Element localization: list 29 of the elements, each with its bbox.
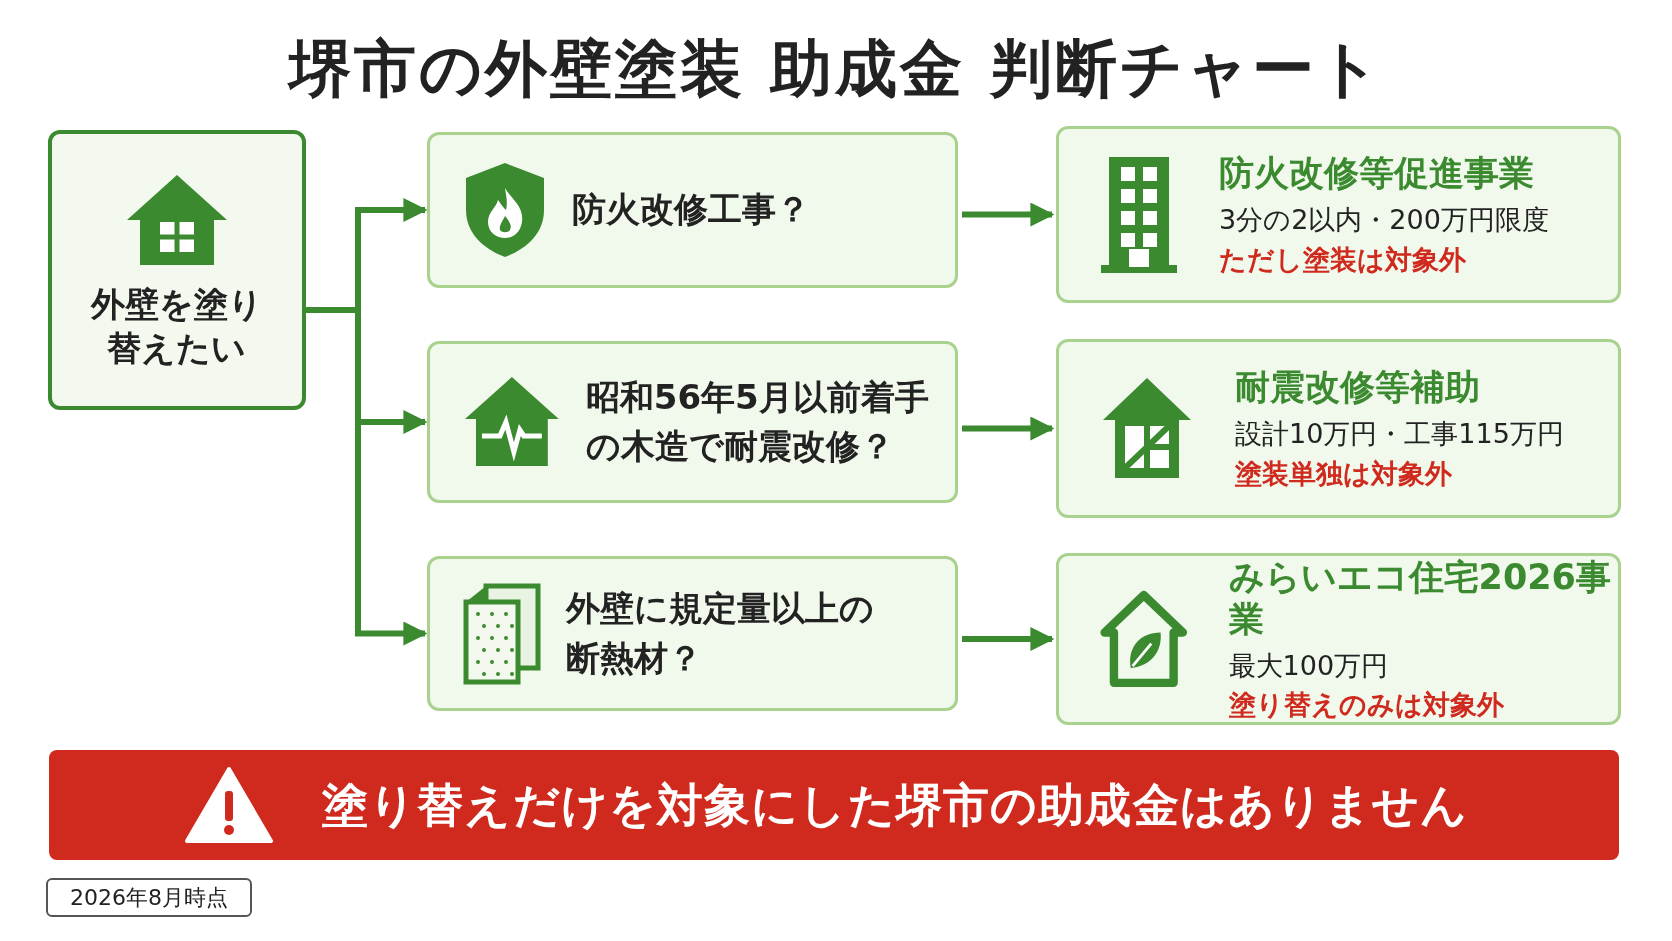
subsidy-amount: 3分の2以内・200万円限度	[1219, 203, 1549, 238]
flow-arrow	[962, 627, 1055, 651]
date-badge	[46, 878, 252, 917]
question-box	[427, 341, 958, 503]
start-box	[48, 130, 306, 410]
question-text: 外壁に規定量以上の断熱材？	[566, 587, 875, 680]
result-box	[1056, 553, 1621, 725]
flow-arrow	[962, 416, 1055, 441]
flow-arrow	[306, 307, 428, 646]
start-label: 外壁を塗り替えたい	[89, 282, 264, 370]
exclusion-note: ただし塗装は対象外	[1219, 242, 1467, 277]
question-text: 防火改修工事？	[572, 188, 811, 232]
alert-banner	[49, 750, 1619, 860]
question-box	[427, 556, 958, 711]
flow-arrow	[962, 202, 1055, 227]
program-name: 防火改修等促進事業	[1219, 152, 1535, 195]
question-box	[427, 132, 958, 288]
subsidy-amount: 設計10万円・工事115万円	[1235, 417, 1564, 452]
date-text: 2026年8月時点	[70, 884, 228, 912]
exclusion-note: 塗り替えのみは対象外	[1228, 688, 1505, 722]
question-text: 昭和56年5月以前着手の木造で耐震改修？	[585, 375, 930, 468]
program-name: みらいエコ住宅2026事業	[1228, 555, 1612, 640]
subsidy-amount: 最大100万円	[1228, 648, 1390, 683]
program-name: 耐震改修等補助	[1235, 366, 1481, 409]
chart-title: 堺市の外壁塗装 助成金 判断チャート	[286, 31, 1385, 107]
result-box	[1056, 339, 1621, 518]
exclusion-note: 塗装単独は対象外	[1235, 456, 1453, 491]
result-box	[1056, 126, 1621, 303]
alert-text: 塗り替えだけを対象にした堺市の助成金はありません	[322, 776, 1469, 834]
